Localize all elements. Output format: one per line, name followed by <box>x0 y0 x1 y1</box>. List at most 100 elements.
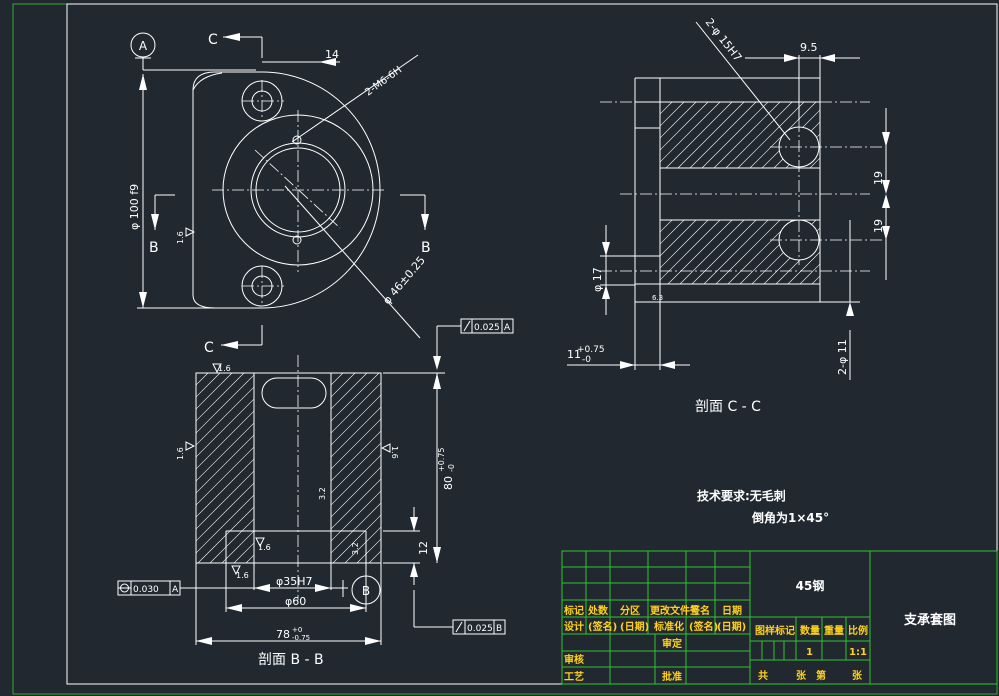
svg-text:14: 14 <box>325 48 339 61</box>
svg-text:(签名): (签名) <box>689 620 718 633</box>
svg-text:工艺: 工艺 <box>564 670 584 683</box>
hatch-line <box>737 102 805 168</box>
datum-a-label: A <box>139 39 148 53</box>
hatch-line <box>725 102 793 168</box>
svg-text:φ60: φ60 <box>285 595 306 608</box>
hatch-line <box>660 220 697 257</box>
svg-text:0.030: 0.030 <box>133 585 159 595</box>
svg-text:2-φ 11: 2-φ 11 <box>836 339 849 375</box>
svg-text:1.6: 1.6 <box>176 447 185 460</box>
hatch-line <box>196 458 254 518</box>
hatch-line <box>331 373 368 410</box>
hatch-line <box>196 373 233 410</box>
svg-text:(日期): (日期) <box>620 620 649 633</box>
hatch-line <box>196 446 254 506</box>
svg-text:-0.75: -0.75 <box>292 634 310 642</box>
svg-text:共: 共 <box>758 669 768 682</box>
hatch-line <box>331 373 332 374</box>
tech-requirements: 技术要求:无毛刺 倒角为1×45° <box>697 488 829 525</box>
hatch-line <box>331 394 381 446</box>
hatch-line <box>344 526 381 563</box>
svg-text:-0: -0 <box>582 355 591 365</box>
svg-text:第: 第 <box>816 669 826 682</box>
svg-text:9.5: 9.5 <box>800 41 818 54</box>
svg-text:签名: 签名 <box>689 604 710 617</box>
svg-text:1:1: 1:1 <box>849 647 867 658</box>
hatch-line <box>331 478 381 530</box>
svg-text:-0: -0 <box>447 464 456 472</box>
svg-text:(日期): (日期) <box>717 620 746 633</box>
svg-text:支承套图: 支承套图 <box>903 612 956 628</box>
svg-text:日期: 日期 <box>722 604 742 617</box>
svg-text:(签名): (签名) <box>588 620 617 633</box>
svg-text:B: B <box>496 624 502 634</box>
svg-text:标记: 标记 <box>563 604 584 617</box>
hatch-line <box>331 454 381 506</box>
svg-text:1.6: 1.6 <box>176 231 185 244</box>
hatch-line <box>331 490 381 542</box>
hatch-line <box>799 263 820 284</box>
hatch-line <box>787 251 820 284</box>
hatch-line <box>196 434 254 494</box>
hatch-line <box>660 220 709 269</box>
hatch-line <box>196 494 254 554</box>
hatch-line <box>660 102 685 127</box>
svg-text:11: 11 <box>567 348 581 361</box>
hatch-line <box>701 102 769 168</box>
hatch-line <box>368 550 381 563</box>
hatch-line <box>245 554 254 563</box>
svg-text:B: B <box>421 240 431 256</box>
hatch-line <box>331 373 356 398</box>
svg-text:1.6: 1.6 <box>390 446 399 459</box>
section-c-top-label: C <box>208 32 218 48</box>
svg-text:+0.75: +0.75 <box>577 345 605 355</box>
svg-text:1.6: 1.6 <box>258 543 271 552</box>
svg-text:设计: 设计 <box>564 620 584 633</box>
svg-text:1.6: 1.6 <box>218 364 231 373</box>
svg-text:A: A <box>172 585 179 595</box>
svg-text:批准: 批准 <box>662 670 682 683</box>
svg-text:重量: 重量 <box>824 624 844 637</box>
hatch-line <box>331 418 381 470</box>
svg-text:3.2: 3.2 <box>318 487 327 500</box>
hatch-line <box>196 373 221 398</box>
svg-text:0.025: 0.025 <box>474 323 500 333</box>
svg-text:+0.75: +0.75 <box>437 447 446 472</box>
hatch-line <box>689 102 757 168</box>
svg-text:1.6: 1.6 <box>236 571 249 580</box>
front-view: A C C 14 <box>128 32 514 370</box>
hatch-line <box>660 220 673 233</box>
hatch-line <box>667 220 733 284</box>
hatch-line <box>331 382 381 434</box>
svg-text:78: 78 <box>276 628 290 641</box>
svg-text:审核: 审核 <box>564 653 584 666</box>
hatch-line <box>660 220 721 281</box>
hatch-line <box>665 102 733 168</box>
hatch-line <box>331 373 380 422</box>
section-cc-view: 2-φ 15H7 9.5 19 19 2-φ 11 φ 17 <box>567 16 890 415</box>
svg-text:张: 张 <box>796 669 807 682</box>
svg-text:数量: 数量 <box>800 624 820 637</box>
hatch-line <box>660 102 721 163</box>
hatch-line <box>331 430 381 482</box>
svg-text:φ 17: φ 17 <box>591 267 604 292</box>
hatch-line <box>196 482 254 542</box>
section-bb-label: 剖面 B - B <box>258 652 324 668</box>
hatch-line <box>660 102 661 103</box>
hatch-line <box>196 410 254 470</box>
hatch-line <box>196 374 254 434</box>
hatch-line <box>331 502 381 554</box>
hatch-line <box>660 102 709 151</box>
svg-text:45钢: 45钢 <box>796 578 825 593</box>
hatch-line <box>196 398 254 458</box>
svg-text:张: 张 <box>852 669 863 682</box>
hatch-line <box>331 373 344 386</box>
hatch-line <box>811 275 820 284</box>
svg-text:比例: 比例 <box>848 624 868 637</box>
svg-text:6.3: 6.3 <box>652 294 663 302</box>
section-bb-view: 1.6 1.6 1.6 3.2 3.2 1.6 1.6 80 +0.75 -0 … <box>117 355 506 668</box>
section-c-bottom-label: C <box>204 340 214 356</box>
hatch-line <box>691 220 757 284</box>
svg-text:分区: 分区 <box>620 604 640 617</box>
